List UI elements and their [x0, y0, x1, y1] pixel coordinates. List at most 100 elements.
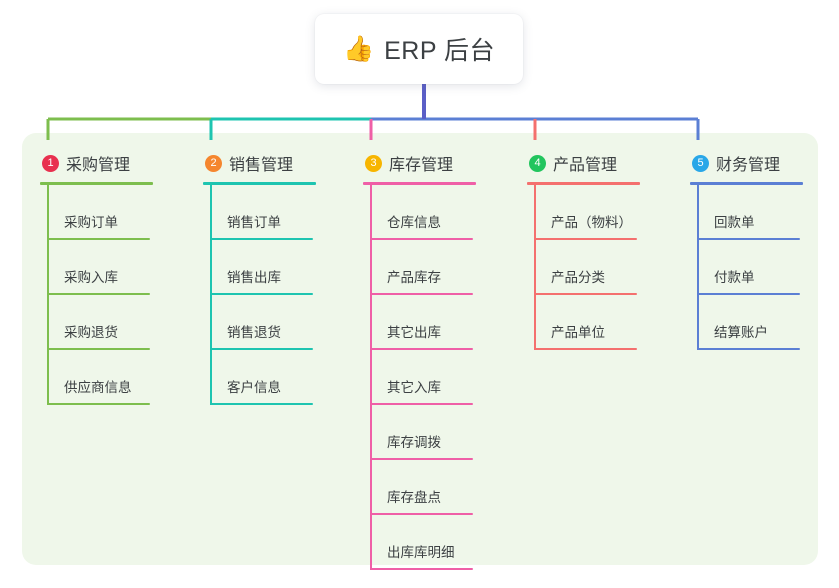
- branch-underline: [40, 182, 153, 185]
- branch-item-label: 供应商信息: [64, 380, 132, 395]
- branch-title: 财务管理: [716, 157, 781, 174]
- branch-item-label: 采购退货: [64, 325, 118, 340]
- branch-item-underline: [370, 293, 473, 295]
- branch-item-underline: [370, 458, 473, 460]
- branch-spine: [210, 185, 212, 405]
- branch-item[interactable]: 产品（物料）: [527, 185, 677, 240]
- branch-spine: [534, 185, 536, 350]
- branch-item-label: 采购订单: [64, 215, 118, 230]
- root-node[interactable]: 👍 ERP 后台: [315, 14, 523, 84]
- branch-item-underline: [534, 348, 637, 350]
- branch-column-5: 5 财务管理回款单付款单结算账户: [690, 148, 839, 350]
- branch-item-underline: [697, 238, 800, 240]
- branch-item[interactable]: 产品单位: [527, 295, 677, 350]
- branch-item-label: 回款单: [714, 215, 755, 230]
- branch-item-underline: [47, 293, 150, 295]
- branch-item-label: 销售退货: [227, 325, 281, 340]
- branch-item[interactable]: 采购订单: [40, 185, 190, 240]
- branch-number-badge: 4: [529, 154, 546, 172]
- branch-item[interactable]: 客户信息: [203, 350, 353, 405]
- thumbs-up-icon: 👍: [342, 34, 375, 63]
- branch-header-1[interactable]: 1 采购管理: [40, 148, 190, 178]
- branch-header-3[interactable]: 3 库存管理: [363, 148, 513, 178]
- branch-items: 仓库信息产品库存其它出库其它入库库存调拨库存盘点出库库明细: [363, 185, 513, 570]
- branch-item[interactable]: 销售退货: [203, 295, 353, 350]
- branch-item-label: 其它入库: [387, 380, 441, 395]
- branch-number-badge: 5: [692, 154, 709, 172]
- branch-item-label: 客户信息: [227, 380, 281, 395]
- branch-number-badge: 2: [205, 154, 222, 172]
- branch-item-label: 销售订单: [227, 215, 281, 230]
- branch-item[interactable]: 回款单: [690, 185, 839, 240]
- branch-spine: [370, 185, 372, 570]
- branch-item-underline: [47, 403, 150, 405]
- root-label: ERP 后台: [384, 37, 496, 65]
- branch-number-badge: 3: [365, 154, 382, 172]
- branch-item-label: 销售出库: [227, 270, 281, 285]
- branch-item[interactable]: 库存盘点: [363, 460, 513, 515]
- branch-spine: [47, 185, 49, 405]
- branch-item-label: 产品（物料）: [551, 215, 632, 230]
- branch-title: 产品管理: [553, 157, 618, 174]
- branch-column-2: 2 销售管理销售订单销售出库销售退货客户信息: [203, 148, 353, 405]
- branch-item[interactable]: 产品分类: [527, 240, 677, 295]
- branch-item[interactable]: 付款单: [690, 240, 839, 295]
- branch-underline: [203, 182, 316, 185]
- branch-item-underline: [47, 238, 150, 240]
- branch-item[interactable]: 销售出库: [203, 240, 353, 295]
- branch-header-4[interactable]: 4 产品管理: [527, 148, 677, 178]
- branch-item-underline: [210, 238, 313, 240]
- branch-item-label: 库存盘点: [387, 490, 441, 505]
- branch-items: 采购订单采购入库采购退货供应商信息: [40, 185, 190, 405]
- branch-title: 采购管理: [66, 157, 131, 174]
- branch-number-badge: 1: [42, 154, 59, 172]
- branch-item[interactable]: 供应商信息: [40, 350, 190, 405]
- branch-spine: [697, 185, 699, 350]
- branch-item-underline: [210, 293, 313, 295]
- branch-item-label: 其它出库: [387, 325, 441, 340]
- branch-item[interactable]: 其它入库: [363, 350, 513, 405]
- branch-items: 回款单付款单结算账户: [690, 185, 839, 350]
- branch-item-label: 仓库信息: [387, 215, 441, 230]
- branch-column-4: 4 产品管理产品（物料） 产品分类产品单位: [527, 148, 677, 350]
- branch-item-underline: [47, 348, 150, 350]
- branch-item-label: 库存调拨: [387, 435, 441, 450]
- branch-item-label: 产品库存: [387, 270, 441, 285]
- branch-item[interactable]: 库存调拨: [363, 405, 513, 460]
- branch-item-underline: [534, 293, 637, 295]
- branch-header-2[interactable]: 2 销售管理: [203, 148, 353, 178]
- branch-header-5[interactable]: 5 财务管理: [690, 148, 839, 178]
- branch-item[interactable]: 产品库存: [363, 240, 513, 295]
- branch-column-3: 3 库存管理仓库信息产品库存其它出库其它入库库存调拨库存盘点出库库明细: [363, 148, 513, 570]
- branch-title: 库存管理: [389, 157, 454, 174]
- branch-item[interactable]: 结算账户: [690, 295, 839, 350]
- branch-item-label: 出库库明细: [387, 545, 455, 560]
- branch-item[interactable]: 出库库明细: [363, 515, 513, 570]
- branch-item-underline: [210, 348, 313, 350]
- branch-item[interactable]: 采购退货: [40, 295, 190, 350]
- branch-item-label: 产品单位: [551, 325, 605, 340]
- branch-item-underline: [370, 403, 473, 405]
- branch-items: 产品（物料） 产品分类产品单位: [527, 185, 677, 350]
- branch-item-label: 采购入库: [64, 270, 118, 285]
- branch-title: 销售管理: [229, 157, 294, 174]
- branch-item-underline: [370, 568, 473, 570]
- branch-item-underline: [697, 348, 800, 350]
- branch-underline: [527, 182, 640, 185]
- branch-item-label: 产品分类: [551, 270, 605, 285]
- branch-column-1: 1 采购管理采购订单采购入库采购退货供应商信息: [40, 148, 190, 405]
- branch-item-underline: [370, 513, 473, 515]
- branch-item-label: 付款单: [714, 270, 755, 285]
- branch-item-underline: [210, 403, 313, 405]
- branch-item-label: 结算账户: [714, 325, 768, 340]
- branch-item[interactable]: 销售订单: [203, 185, 353, 240]
- branch-item-underline: [370, 238, 473, 240]
- branch-item[interactable]: 仓库信息: [363, 185, 513, 240]
- branch-item[interactable]: 采购入库: [40, 240, 190, 295]
- branch-item-underline: [370, 348, 473, 350]
- branch-item-underline: [697, 293, 800, 295]
- branch-item-underline: [534, 238, 637, 240]
- branch-item[interactable]: 其它出库: [363, 295, 513, 350]
